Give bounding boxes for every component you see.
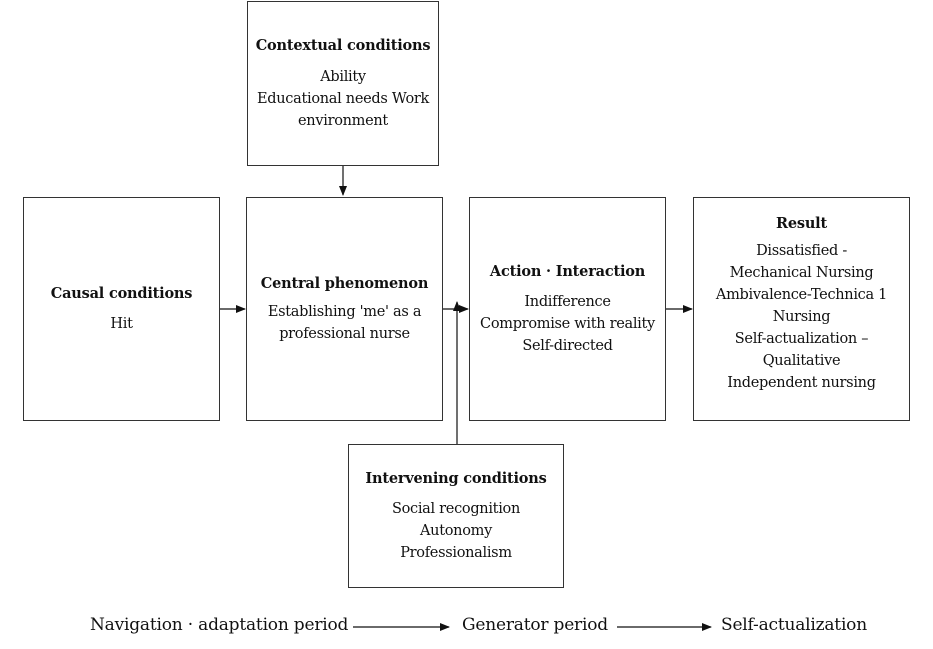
result-item: Dissatisfied - [756,243,847,259]
contextual-item: environment [298,113,388,129]
phase-navigation-adaptation: Navigation · adaptation period [90,615,349,635]
causal-conditions-items: Hit [110,313,133,335]
central-phenomenon-title: Central phenomenon [260,275,429,292]
action-item: Indifference [524,294,611,310]
central-item: professional nurse [279,326,410,342]
action-item: Self-directed [522,338,613,354]
causal-conditions-box: Causal conditions Hit [23,197,220,421]
intervening-item: Professionalism [400,545,512,561]
result-title: Result [776,215,827,232]
result-box: Result Dissatisfied - Mechanical Nursing… [693,197,910,421]
phase-generator: Generator period [462,615,608,635]
contextual-conditions-box: Contextual conditions Ability Educationa… [247,1,439,166]
result-item: Nursing [772,309,831,325]
central-item: Establishing 'me' as a [267,304,422,320]
result-items: Dissatisfied - Mechanical Nursing Ambiva… [716,240,887,394]
contextual-item: Educational needs Work [257,91,429,107]
contextual-item: Ability [320,69,366,85]
intervening-conditions-title: Intervening conditions [365,470,547,487]
intervening-item: Autonomy [420,523,492,539]
result-item: Qualitative [762,353,841,369]
action-item: Compromise with reality [480,316,655,332]
result-item: Self-actualization – [734,331,869,347]
result-item: Mechanical Nursing [729,265,874,281]
action-interaction-items: Indifference Compromise with reality Sel… [480,291,655,357]
contextual-conditions-title: Contextual conditions [255,37,431,54]
result-item: Ambivalence-Technica 1 [715,287,888,303]
central-phenomenon-items: Establishing 'me' as a professional nurs… [267,301,422,345]
action-interaction-box: Action · Interaction Indifference Compro… [469,197,666,421]
contextual-conditions-items: Ability Educational needs Work environme… [257,66,429,132]
result-item: Independent nursing [727,375,876,391]
intervening-item: Social recognition [391,501,521,517]
phase-self-actualization: Self-actualization [721,615,867,635]
intervening-conditions-items: Social recognition Autonomy Professional… [392,498,520,564]
causal-conditions-title: Causal conditions [50,285,193,302]
action-interaction-title: Action · Interaction [489,263,646,280]
intervening-conditions-box: Intervening conditions Social recognitio… [348,444,564,588]
central-phenomenon-box: Central phenomenon Establishing 'me' as … [246,197,443,421]
causal-item: Hit [110,316,133,332]
